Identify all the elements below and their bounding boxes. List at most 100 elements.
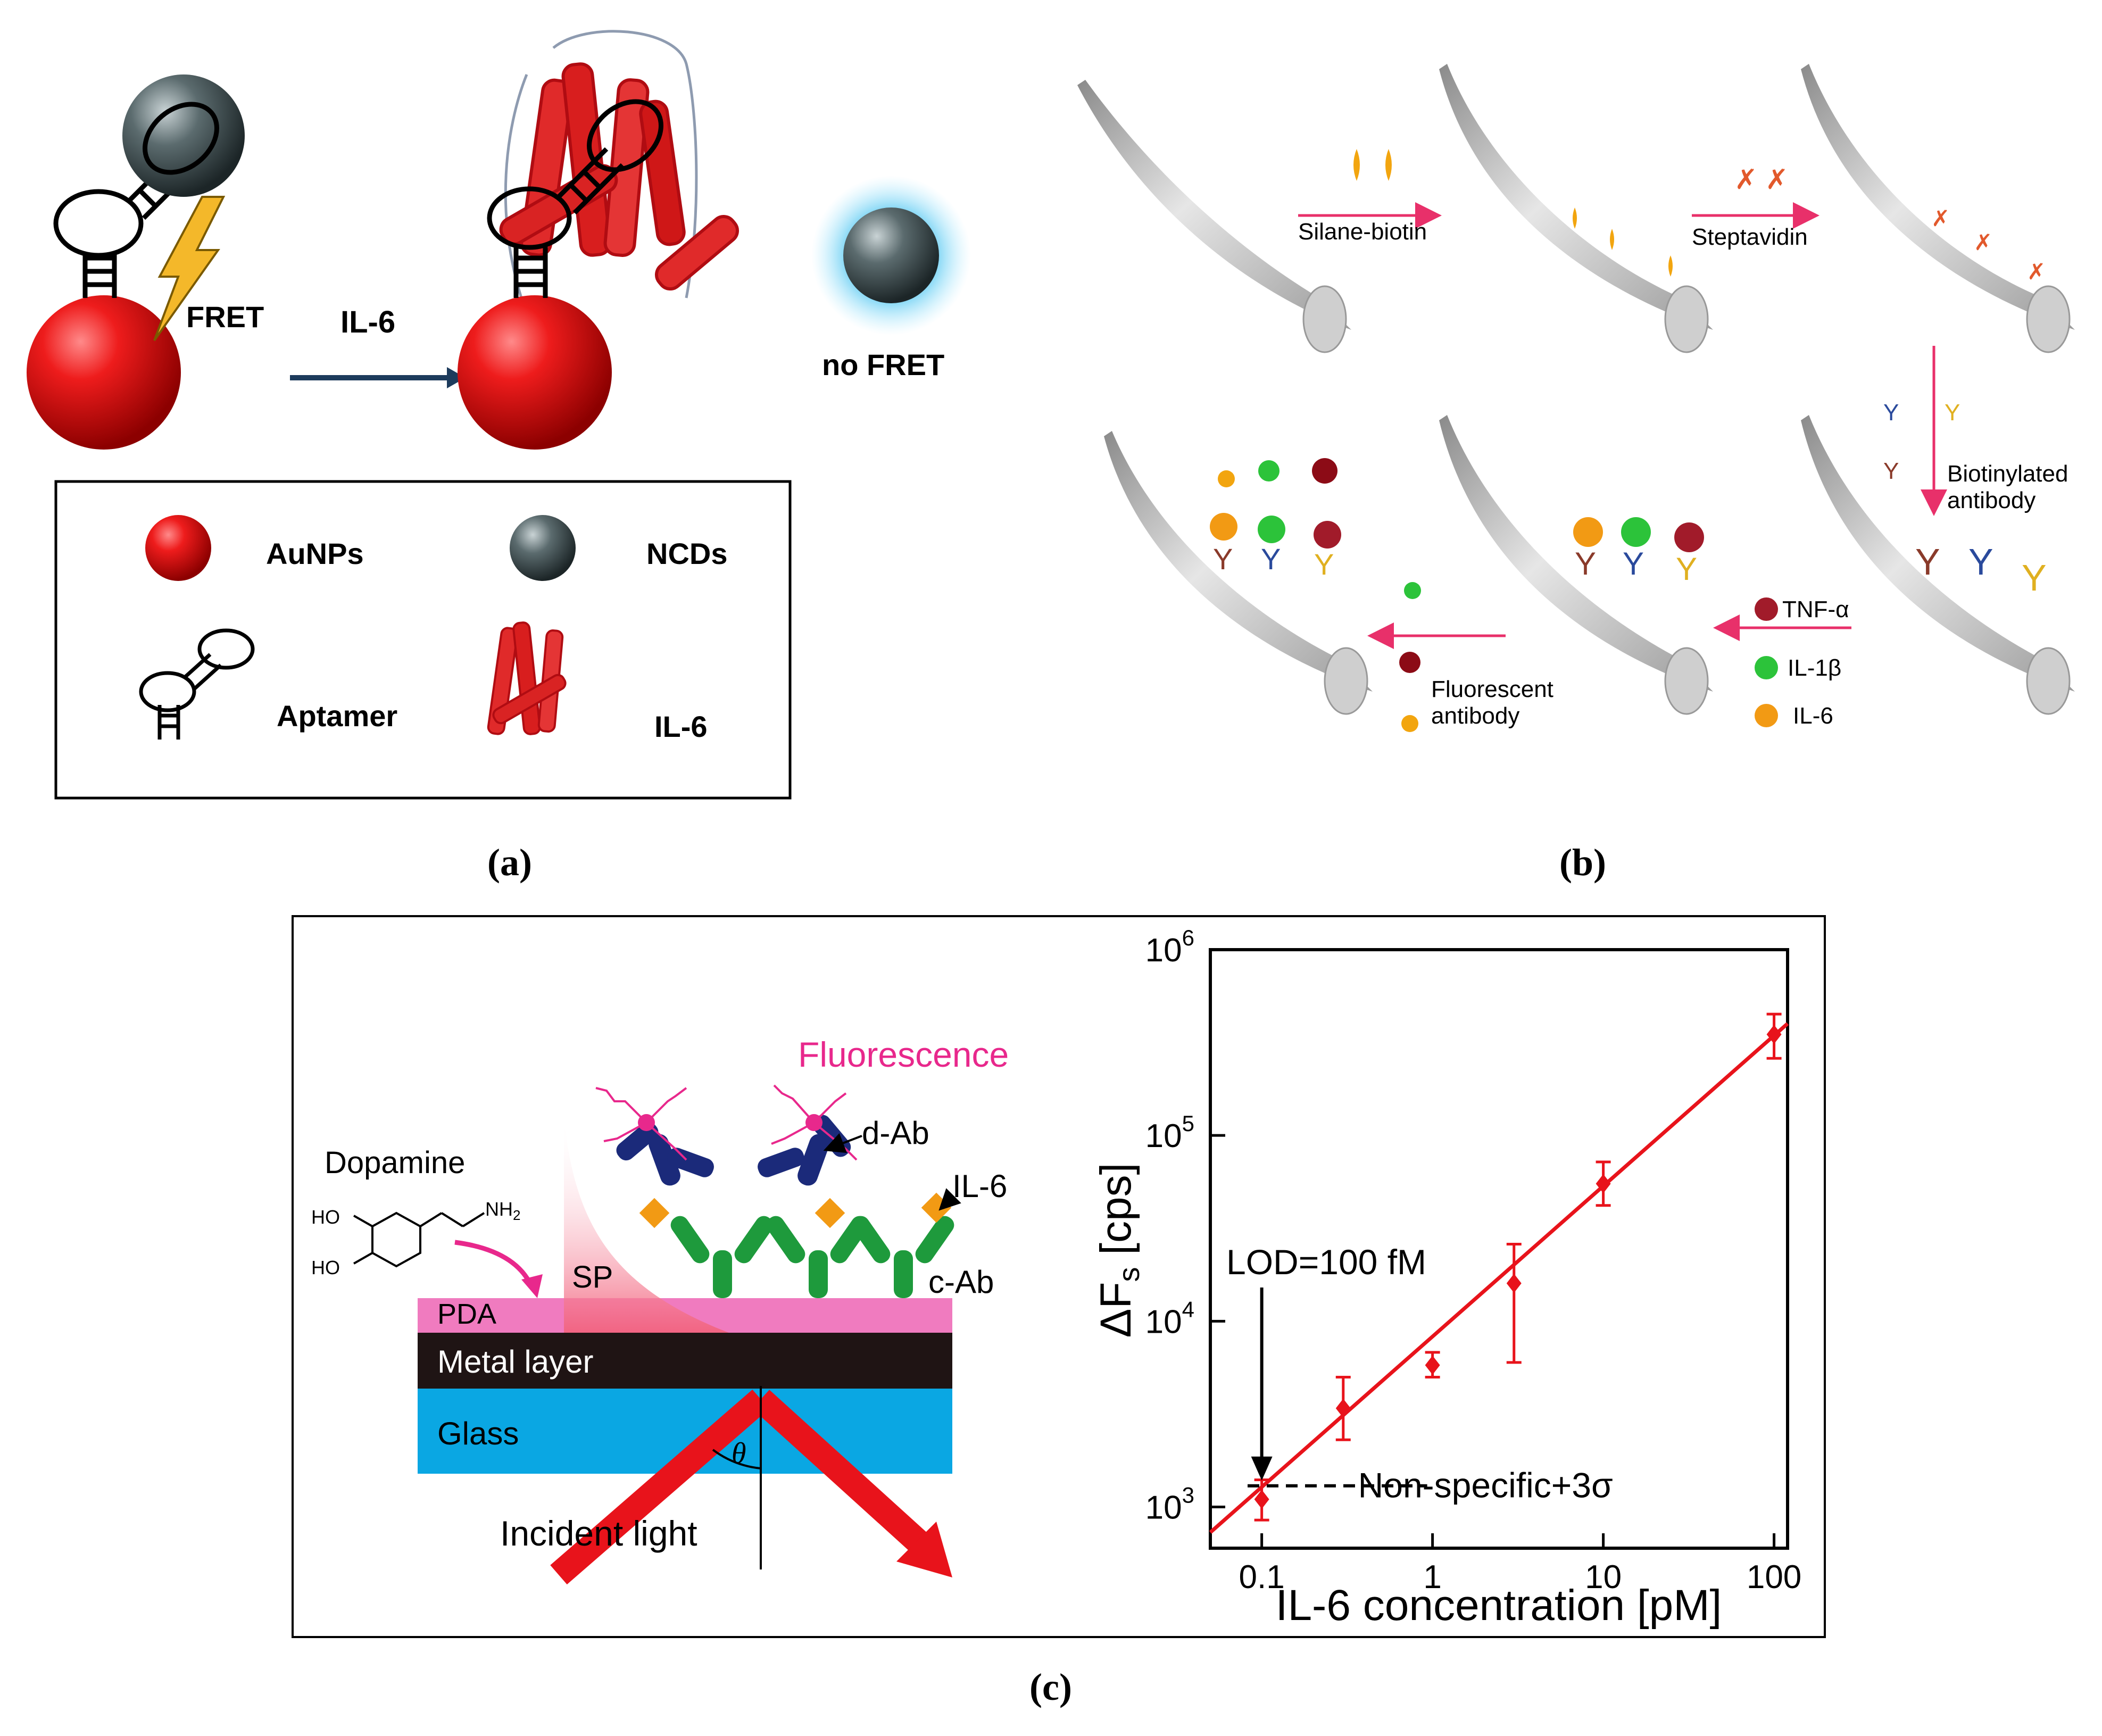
streptavidin-icon: ✗ ✗	[1734, 164, 1789, 195]
svg-text:Y: Y	[1883, 458, 1899, 484]
label-tnf: TNF-α	[1782, 596, 1849, 622]
label-nh2: NH2	[485, 1198, 520, 1223]
label-fluorescence: Fluorescence	[798, 1035, 1009, 1074]
aunp-right	[458, 295, 612, 450]
legend-aunps: AuNPs	[266, 537, 364, 570]
lod-label: LOD=100 fM	[1226, 1242, 1426, 1282]
svg-text:✗: ✗	[1974, 230, 1992, 255]
incident-beam	[550, 1389, 769, 1585]
svg-text:Y: Y	[2022, 557, 2047, 599]
fret-label: FRET	[186, 300, 264, 334]
fiber-1	[1077, 80, 1351, 353]
legend-ncd-swatch	[510, 515, 576, 581]
data-point	[1335, 1398, 1351, 1418]
caption-a: (a)	[487, 841, 532, 884]
sandwich-fiber-4: Y Y Y	[1210, 458, 1341, 581]
label-sp: SP	[572, 1260, 613, 1294]
x-tick-label: 0.1	[1239, 1559, 1285, 1596]
label-metal: Metal layer	[437, 1344, 593, 1380]
svg-text:Y: Y	[1314, 547, 1334, 581]
legend-aptamer: Aptamer	[277, 699, 397, 733]
y-axis-label: ΔFs [cps]	[1092, 1163, 1145, 1338]
svg-text:Y: Y	[1213, 542, 1233, 576]
ncd-left	[122, 74, 245, 197]
svg-text:✗: ✗	[1931, 206, 1950, 231]
data-point	[1506, 1274, 1522, 1293]
sp-field	[564, 1117, 729, 1333]
dopamine-structure	[353, 1211, 485, 1268]
reflected-beam	[752, 1390, 940, 1563]
label-silane-biotin: Silane-biotin	[1298, 219, 1427, 245]
il6-antigen	[639, 1198, 670, 1228]
y-tick-label: 106	[1145, 925, 1194, 969]
label-incident: Incident light	[500, 1514, 697, 1553]
il6-icon	[1755, 704, 1778, 727]
threshold-label: Non-specific+3σ	[1358, 1466, 1613, 1505]
label-biotinylated-1: Biotinylated	[1947, 461, 2068, 487]
legend-ncds: NCDs	[646, 537, 727, 570]
chart-axes-frame	[1209, 948, 1789, 1550]
label-streptavidin: Steptavidin	[1692, 224, 1808, 250]
fiber-5	[1439, 415, 1713, 715]
svg-text:Y: Y	[1261, 542, 1281, 576]
emission-rays	[595, 1084, 858, 1161]
label-dopamine: Dopamine	[325, 1145, 465, 1180]
svg-text:Y: Y	[1676, 551, 1697, 587]
ncd-free	[843, 207, 939, 303]
aptamer-right	[487, 99, 663, 298]
fiber-6	[1801, 415, 2075, 715]
x-tick-label: 1	[1423, 1559, 1441, 1596]
label-d-ab: d-Ab	[862, 1115, 929, 1151]
lod-arrowhead	[1251, 1456, 1273, 1481]
legend-il6-swatch	[487, 621, 567, 735]
legend-box	[54, 480, 792, 800]
legend-il6: IL-6	[654, 710, 708, 743]
y-tick-label: 105	[1145, 1111, 1194, 1154]
il1b-icon	[1755, 656, 1778, 679]
label-il6-c: IL-6	[952, 1168, 1007, 1204]
capture-antibodies	[670, 1216, 954, 1298]
label-fluorescent-2: antibody	[1431, 703, 1519, 729]
label-il6-b: IL-6	[1793, 703, 1833, 729]
x-tick-label: 10	[1585, 1559, 1622, 1596]
panel-a: FRET IL-6	[27, 30, 971, 884]
data-point	[1766, 1025, 1782, 1044]
legend-aunp-swatch	[145, 515, 211, 581]
svg-text:Y: Y	[1968, 541, 1993, 583]
svg-text:Y: Y	[1945, 400, 1960, 426]
panel-c-frame	[292, 915, 1826, 1638]
fiber-2	[1439, 64, 1713, 353]
fiber-4	[1104, 431, 1373, 715]
dopamine-arrow	[454, 1240, 535, 1289]
data-point	[1425, 1355, 1440, 1375]
svg-text:Y: Y	[1575, 546, 1596, 582]
label-biotinylated-2: antibody	[1947, 487, 2035, 513]
svg-text:Y: Y	[1883, 400, 1899, 426]
label-ho-2: HO	[311, 1257, 340, 1278]
fiber-3	[1801, 64, 2075, 353]
arrow-label: IL-6	[340, 305, 395, 339]
antibodies-fiber-6: Y Y Y	[1915, 541, 2047, 599]
fit-line	[1209, 1022, 1789, 1534]
data-point	[1254, 1490, 1269, 1509]
no-fret-label: no FRET	[822, 348, 944, 381]
spr-schematic: PDA SP Metal layer Glass θ Incident ligh…	[311, 1035, 1009, 1585]
il6-protein	[499, 30, 740, 298]
label-theta: θ	[732, 1437, 746, 1470]
caption-c: (c)	[1029, 1666, 1072, 1708]
svg-text:Y: Y	[1623, 546, 1644, 582]
tnf-icon	[1755, 597, 1778, 621]
metal-layer	[418, 1333, 952, 1389]
svg-text:Y: Y	[1915, 541, 1940, 583]
legend-aptamer-swatch	[139, 628, 255, 740]
label-fluorescent-1: Fluorescent	[1431, 676, 1553, 702]
svg-text:✗: ✗	[2027, 259, 2046, 284]
y-tick-label: 104	[1145, 1297, 1194, 1340]
label-glass: Glass	[437, 1416, 519, 1451]
label-c-ab: c-Ab	[928, 1264, 994, 1300]
biotin-icon	[1353, 149, 1360, 181]
label-il1b: IL-1β	[1788, 655, 1841, 681]
label-pda: PDA	[437, 1298, 496, 1330]
